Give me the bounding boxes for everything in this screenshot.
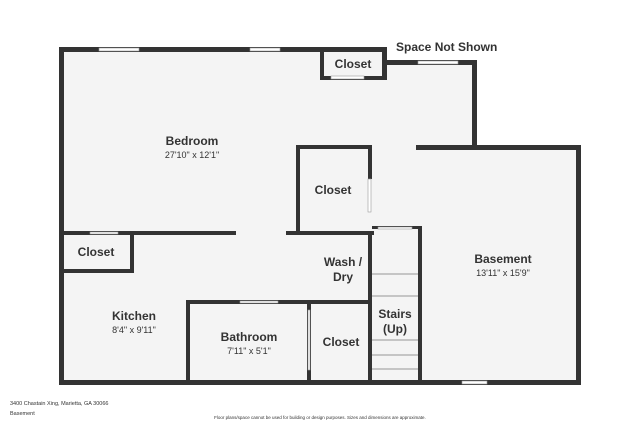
floor-level-label: Basement [10,411,35,417]
closet-bottom-label: Closet [323,335,360,349]
basement-dimensions: 13'11" x 15'9" [476,268,530,278]
closet-mid-label: Closet [315,183,352,197]
kitchen-dimensions: 8'4" x 9'11" [112,325,156,335]
space-not-shown-label: Space Not Shown [396,40,498,54]
room-labels: Bedroom 27'10" x 12'1" Closet Closet Clo… [78,57,532,356]
wash-dry-label-line1: Wash / [324,255,363,269]
property-address: 3400 Chastain Xing, Marietta, GA 30066 [10,401,109,407]
floor-area [61,49,579,382]
bedroom-dimensions: 27'10" x 12'1" [165,150,219,160]
kitchen-label: Kitchen [112,309,156,323]
stair-treads [372,273,418,370]
stairs-label-line2: (Up) [383,322,407,336]
closet-top-label: Closet [335,57,372,71]
disclaimer-text: Floor plans/space cannot be used for bui… [214,415,426,420]
basement-label: Basement [474,252,531,266]
closet-left-label: Closet [78,245,115,259]
bathroom-dimensions: 7'11" x 5'1" [227,346,271,356]
bathroom-label: Bathroom [221,330,278,344]
wash-dry-label-line2: Dry [333,270,353,284]
bedroom-label: Bedroom [166,134,219,148]
windows [89,47,488,385]
stairs-label-line1: Stairs [378,307,412,321]
